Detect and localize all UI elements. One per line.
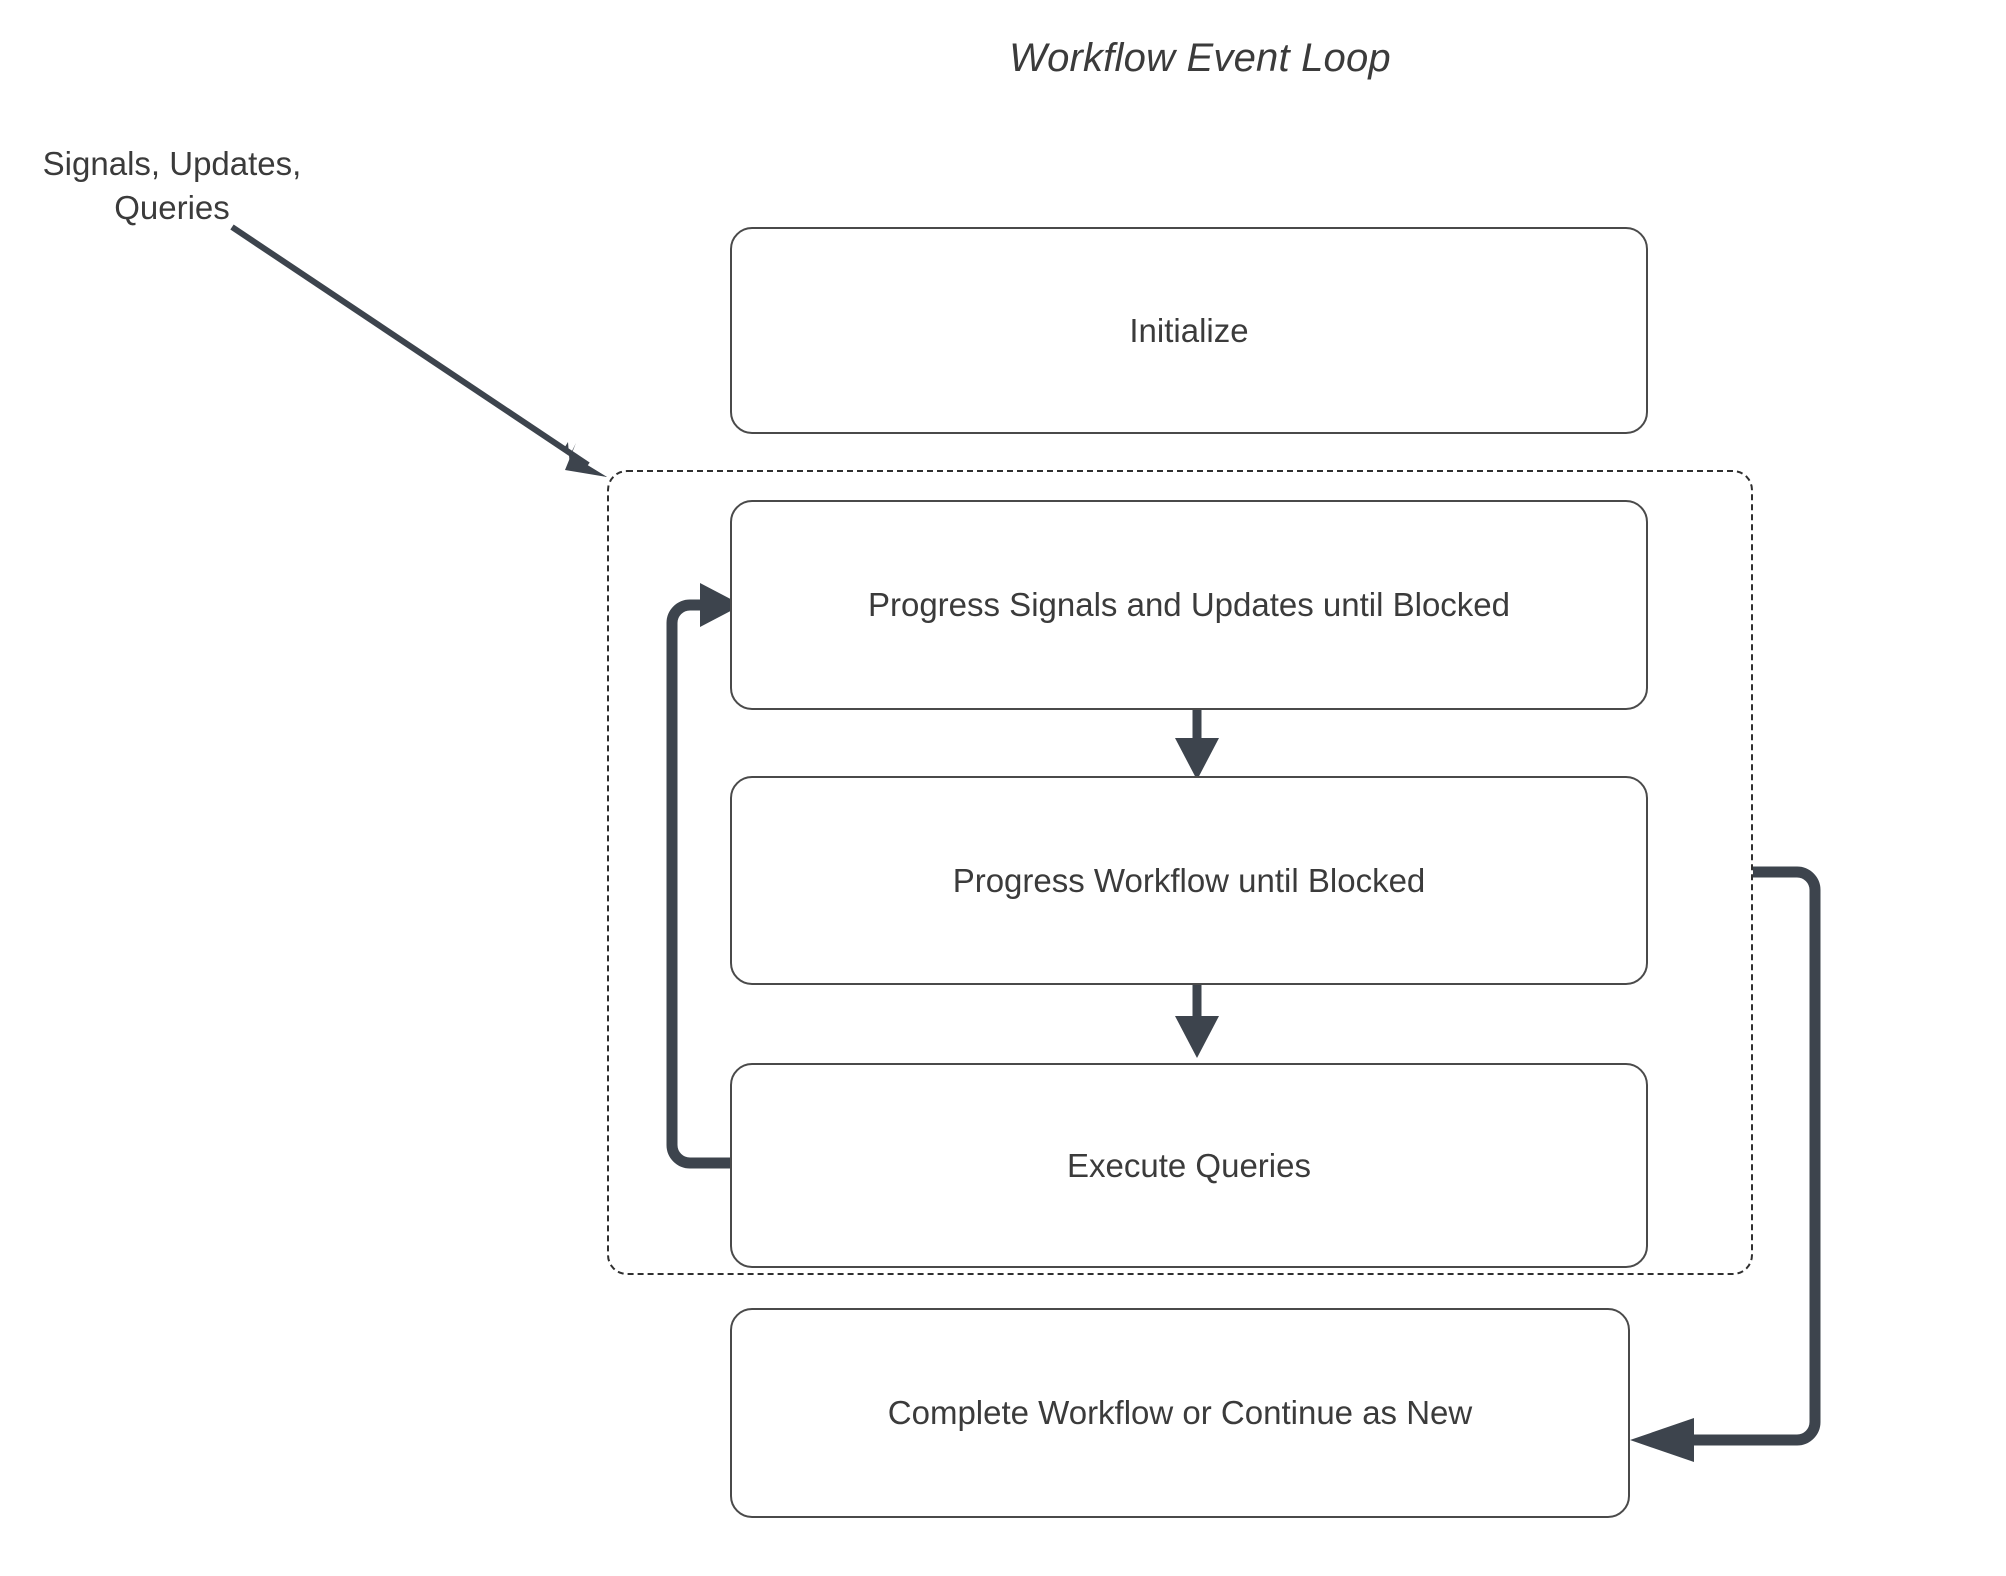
node-progress-signals-label: Progress Signals and Updates until Block… [867,586,1511,623]
event-loop-group [607,470,1753,1275]
node-execute-queries-label: Execute Queries [1067,1146,1311,1184]
page-title: Workflow Event Loop [1009,36,1391,80]
node-initialize[interactable]: Initialize [730,227,1648,434]
node-progress-workflow-label: Progress Workflow until Blocked [952,861,1426,899]
input-label-line2: Queries [114,189,230,226]
input-label: Signals, Updates, Queries [22,142,322,230]
input-label-line1: Signals, Updates, [42,145,302,182]
node-complete-workflow[interactable]: Complete Workflow or Continue as New [730,1308,1630,1518]
node-complete-workflow-label: Complete Workflow or Continue as New [887,1394,1473,1431]
node-execute-queries[interactable]: Execute Queries [730,1063,1648,1268]
node-progress-workflow[interactable]: Progress Workflow until Blocked [730,776,1648,985]
node-progress-signals[interactable]: Progress Signals and Updates until Block… [730,500,1648,710]
connector-input-to-loop [230,224,607,477]
node-initialize-label: Initialize [1129,311,1249,349]
